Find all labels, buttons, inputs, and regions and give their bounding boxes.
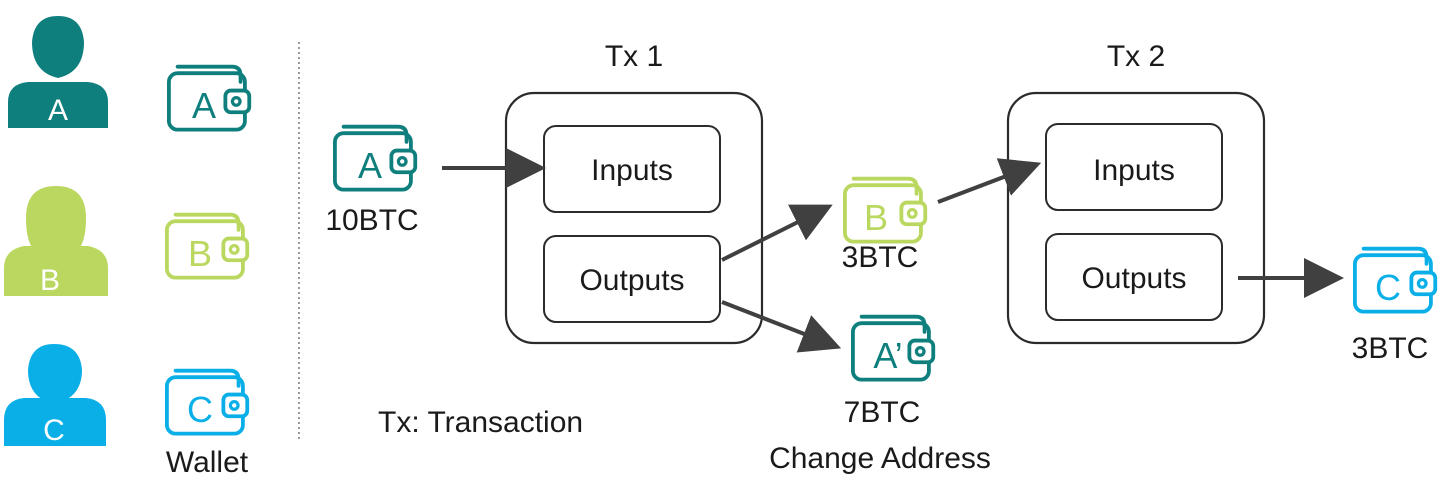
- arrow-tx1-outputs-to-change-wallet: [721, 300, 842, 353]
- legend-wallet-c-letter: C: [187, 389, 213, 430]
- output-wallet-b-icon: B: [842, 176, 928, 244]
- user-a-letter: A: [48, 94, 68, 127]
- final-wallet-c-letter: C: [1375, 267, 1401, 308]
- change-address-caption: Change Address: [769, 442, 991, 475]
- tx1-title: Tx 1: [605, 40, 663, 73]
- tx2-box: [1006, 91, 1266, 345]
- legend-wallet-b-letter: B: [188, 233, 212, 274]
- user-c-icon: C: [4, 344, 106, 447]
- tx1-outputs-label: Outputs: [579, 264, 684, 297]
- tx2-title: Tx 2: [1107, 40, 1165, 73]
- tx-abbreviation-note: Tx: Transaction: [378, 406, 583, 439]
- source-wallet-letter: A: [358, 145, 382, 186]
- tx1-inputs-label: Inputs: [591, 154, 673, 187]
- legend-wallet-b-icon: B: [164, 212, 250, 280]
- user-c-letter: C: [43, 414, 65, 447]
- user-b-letter: B: [40, 264, 60, 297]
- arrow-tx1-outputs-to-wallet-b: [721, 204, 833, 262]
- legend-wallet-c-icon: C: [164, 368, 250, 436]
- legend-wallet-a-letter: A: [192, 85, 216, 126]
- wallet-caption: Wallet: [166, 446, 249, 479]
- tx1-box: [504, 91, 764, 345]
- tx2-outputs-box: [1045, 233, 1223, 321]
- source-wallet-a-icon: A: [332, 124, 418, 192]
- output-wallet-b-letter: B: [864, 197, 888, 238]
- user-b-icon: B: [4, 186, 108, 297]
- change-wallet-letter: A’: [873, 335, 902, 376]
- source-amount: 10BTC: [325, 204, 418, 237]
- change-wallet-a-prime-icon: A’: [850, 314, 936, 382]
- legend-wallet-a-icon: A: [166, 64, 252, 132]
- tx1-outputs-box: [543, 235, 721, 323]
- output-b-amount: 3BTC: [842, 241, 919, 274]
- final-c-amount: 3BTC: [1352, 332, 1429, 365]
- user-a-icon: A: [8, 16, 108, 128]
- final-wallet-c-icon: C: [1352, 246, 1438, 314]
- change-amount: 7BTC: [844, 396, 921, 429]
- tx2-inputs-box: [1045, 123, 1223, 211]
- tx2-outputs-label: Outputs: [1081, 262, 1186, 295]
- arrow-wallet-b-to-tx2-inputs: [937, 158, 1042, 204]
- tx2-inputs-label: Inputs: [1093, 154, 1175, 187]
